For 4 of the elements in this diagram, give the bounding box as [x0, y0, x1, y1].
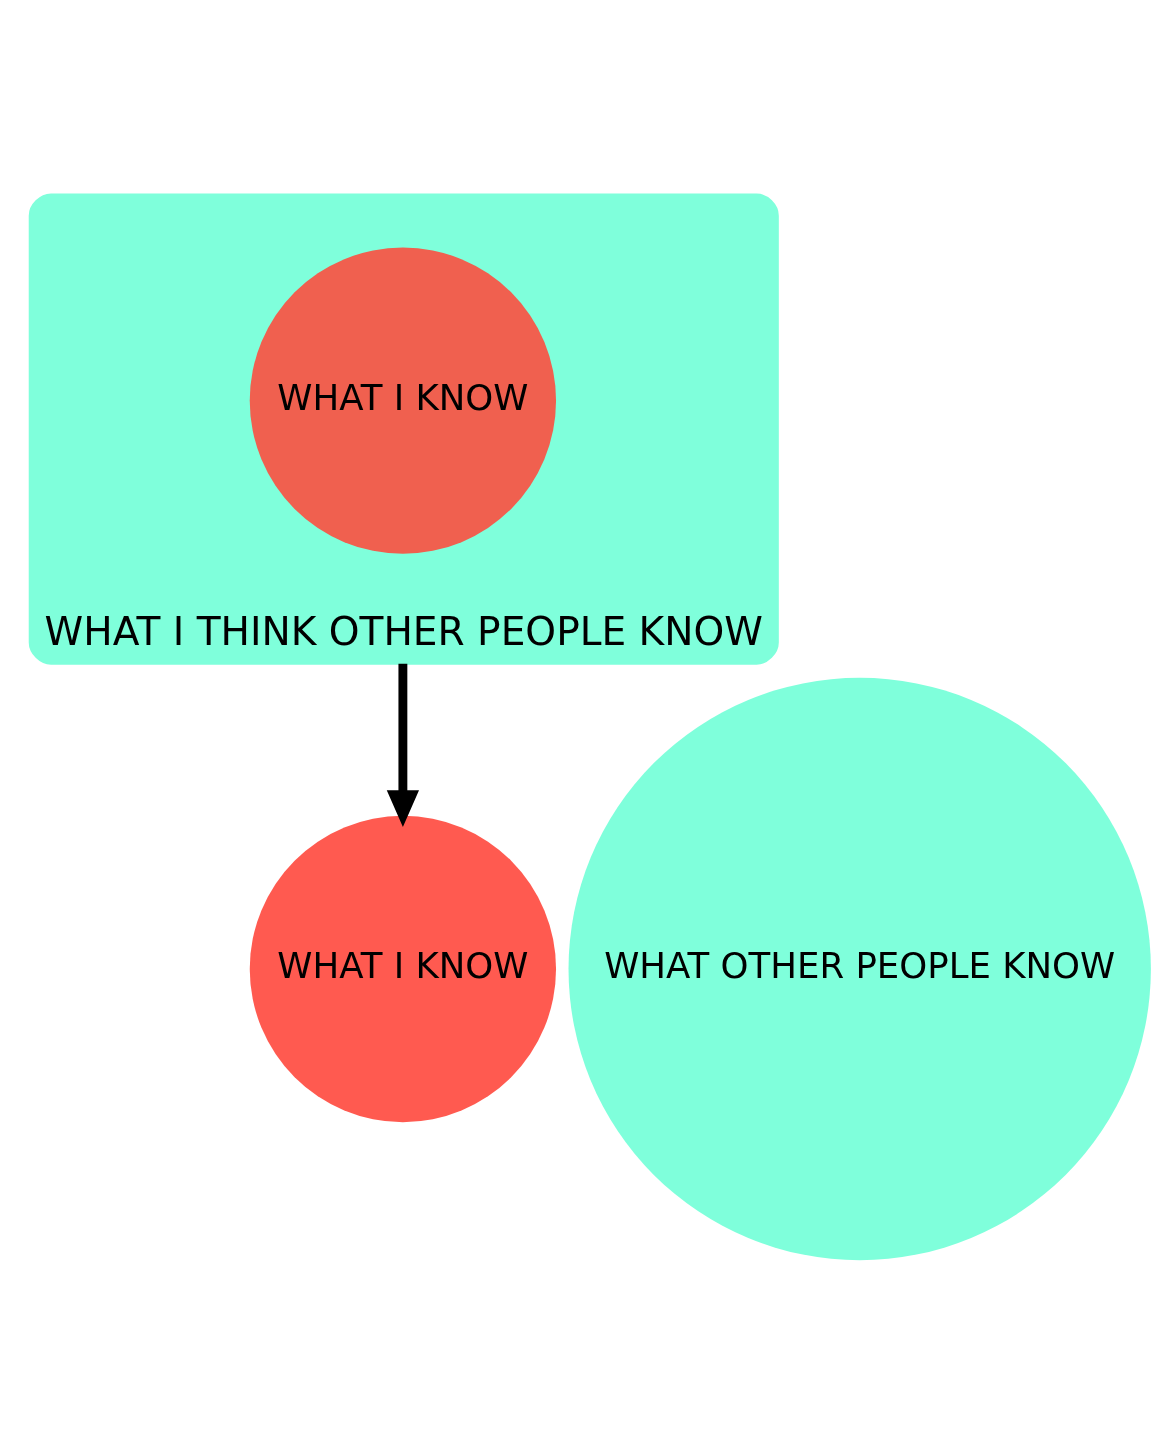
node-circle: WHAT I KNOW: [249, 815, 557, 1123]
node-circle: WHAT I KNOW: [249, 247, 557, 554]
node-circle: WHAT OTHER PEOPLE KNOW: [568, 677, 1151, 1261]
arrow: [386, 663, 419, 828]
